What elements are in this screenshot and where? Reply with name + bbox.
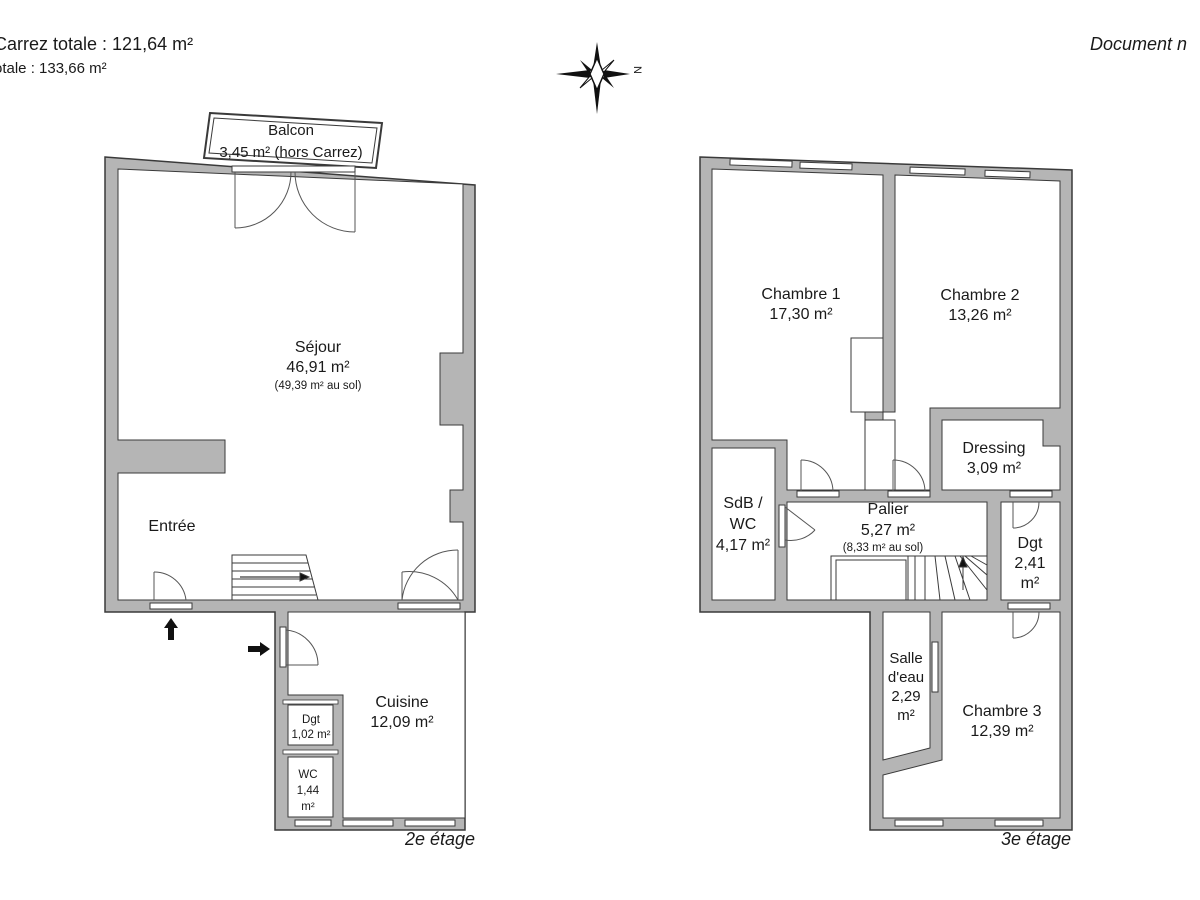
palier-area: 5,27 m² <box>861 522 916 539</box>
salle-eau-area-line1: 2,29 <box>891 688 920 705</box>
floor3-walls <box>699 156 1073 831</box>
floor3-windows <box>729 158 1044 827</box>
chambre2-area: 13,26 m² <box>948 307 1012 324</box>
chambre3-name: Chambre 3 <box>962 703 1041 720</box>
dgt2-area: 1,02 m² <box>292 729 331 741</box>
floor2-walls <box>104 156 476 831</box>
sdb-name-line1: SdB / <box>723 495 763 512</box>
cuisine-area: 12,09 m² <box>370 714 434 731</box>
sdb-area: 4,17 m² <box>716 537 771 554</box>
chambre1-name: Chambre 1 <box>761 286 840 303</box>
balcon-room <box>202 111 384 170</box>
document-note-text: Document n <box>1090 34 1188 54</box>
balcon-name: Balcon <box>268 122 314 139</box>
entree-name: Entrée <box>148 518 195 535</box>
entry-arrow-up-icon <box>164 618 178 640</box>
chambre1-area: 17,30 m² <box>769 306 833 323</box>
dgt2-name: Dgt <box>302 714 321 726</box>
wc-area-line2: m² <box>301 801 315 813</box>
floor2-doors <box>153 171 459 666</box>
floor3-doors <box>784 459 1053 639</box>
sejour-name: Séjour <box>295 339 342 356</box>
salle-eau-name-line1: Salle <box>889 650 922 667</box>
palier-name: Palier <box>868 501 910 518</box>
north-label: N <box>631 66 643 74</box>
floor2-label: 2e étage <box>404 829 475 849</box>
sejour-ground-area: (49,39 m² au sol) <box>275 380 362 392</box>
floor3-label: 3e étage <box>1001 829 1071 849</box>
floor3-staircase <box>830 555 988 601</box>
balcon-area: 3,45 m² (hors Carrez) <box>219 144 362 161</box>
floor2-windows <box>149 165 461 827</box>
wc-name: WC <box>298 769 317 781</box>
palier-ground-area: (8,33 m² au sol) <box>843 542 924 554</box>
cuisine-name: Cuisine <box>375 694 428 711</box>
dressing-name: Dressing <box>962 440 1025 457</box>
dressing-area: 3,09 m² <box>967 460 1022 477</box>
dgt3-area-line1: 2,41 <box>1014 555 1045 572</box>
dgt3-area-line2: m² <box>1021 575 1040 592</box>
total-surface-text: otale : 133,66 m² <box>0 60 107 77</box>
sdb-name-line2: WC <box>730 516 757 533</box>
chambre2-name: Chambre 2 <box>940 287 1019 304</box>
salle-eau-name-line2: d'eau <box>888 669 924 686</box>
wc-area-line1: 1,44 <box>297 785 320 797</box>
dgt3-name: Dgt <box>1018 535 1043 552</box>
carrez-total-text: Carrez totale : 121,64 m² <box>0 34 194 54</box>
compass-rose-icon: N <box>556 42 643 114</box>
sejour-area: 46,91 m² <box>286 359 350 376</box>
salle-eau-area-line2: m² <box>897 707 915 724</box>
floor2-staircase <box>231 554 319 601</box>
entry-arrow-right-icon <box>248 642 270 656</box>
chambre3-area: 12,39 m² <box>970 723 1034 740</box>
